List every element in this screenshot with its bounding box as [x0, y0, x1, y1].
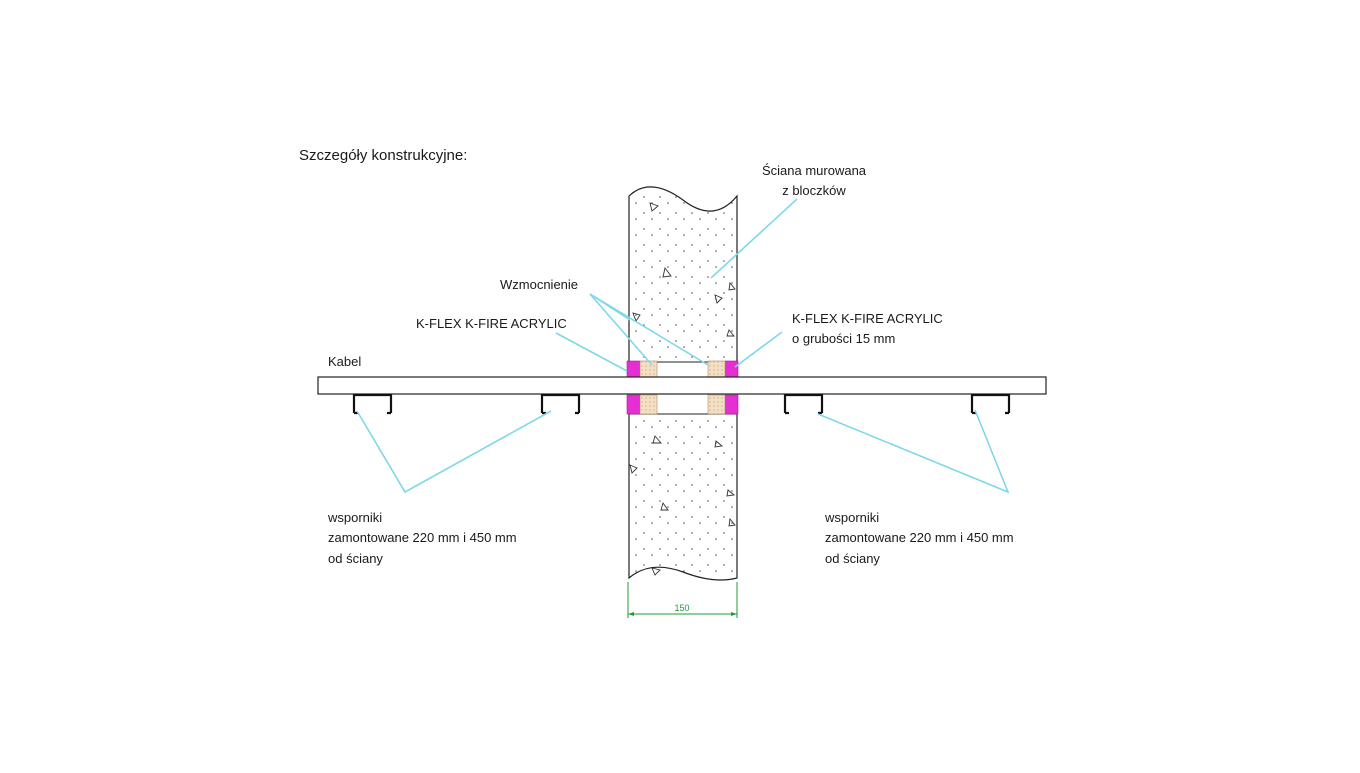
dimension-150: 150	[627, 582, 738, 618]
reinforcement-blocks	[639, 360, 726, 415]
acrylic-seal-bottom-right	[724, 394, 739, 415]
label-acrylic-left: K-FLEX K-FIRE ACRYLIC	[416, 316, 567, 331]
support-bracket-3	[783, 393, 824, 415]
reinforcement-bottom-right	[707, 394, 726, 415]
leader-lines	[356, 198, 1010, 494]
reinforcement-bottom-left	[639, 394, 658, 415]
leader-acrylic-left	[555, 332, 628, 372]
aggregate-marks-lower	[629, 435, 736, 576]
support-bracket-4	[970, 393, 1011, 415]
support-bracket-1	[352, 393, 393, 415]
label-supports-right-line3: od ściany	[825, 551, 880, 566]
leader-supports-right	[817, 409, 1010, 494]
label-wall-line2: z bloczków	[782, 183, 846, 198]
label-supports-right-line2: zamontowane 220 mm i 450 mm	[825, 530, 1014, 545]
leader-reinforcement-c	[589, 293, 709, 366]
masonry-wall-upper	[628, 186, 738, 362]
leader-wall	[710, 198, 798, 279]
label-reinforcement: Wzmocnienie	[500, 277, 578, 292]
label-acrylic-right-line2: o grubości 15 mm	[792, 331, 895, 346]
masonry-wall-lower	[628, 414, 738, 581]
label-supports-left-line1: wsporniki	[327, 510, 382, 525]
label-cable: Kabel	[328, 354, 361, 369]
aggregate-marks-upper	[632, 202, 736, 337]
diagram-title: Szczegóły konstrukcyjne:	[299, 147, 467, 164]
reinforcement-top-right	[707, 360, 726, 379]
label-supports-left-line2: zamontowane 220 mm i 450 mm	[328, 530, 517, 545]
support-brackets	[352, 393, 1011, 415]
leader-reinforcement-b	[589, 293, 653, 366]
dimension-value: 150	[674, 603, 689, 613]
acrylic-seal-top-right	[724, 360, 739, 379]
label-wall-line1: Ściana murowana	[762, 163, 867, 178]
acrylic-seal-bottom-left	[626, 394, 641, 415]
reinforcement-top-left	[639, 360, 658, 379]
label-supports-right-line1: wsporniki	[824, 510, 879, 525]
leader-acrylic-right	[734, 331, 783, 368]
leader-supports-left	[356, 410, 552, 494]
label-acrylic-right-line1: K-FLEX K-FIRE ACRYLIC	[792, 311, 943, 326]
support-bracket-2	[540, 393, 581, 415]
acrylic-seal-top-left	[626, 360, 641, 379]
cable	[317, 376, 1047, 395]
label-supports-left-line3: od ściany	[328, 551, 383, 566]
